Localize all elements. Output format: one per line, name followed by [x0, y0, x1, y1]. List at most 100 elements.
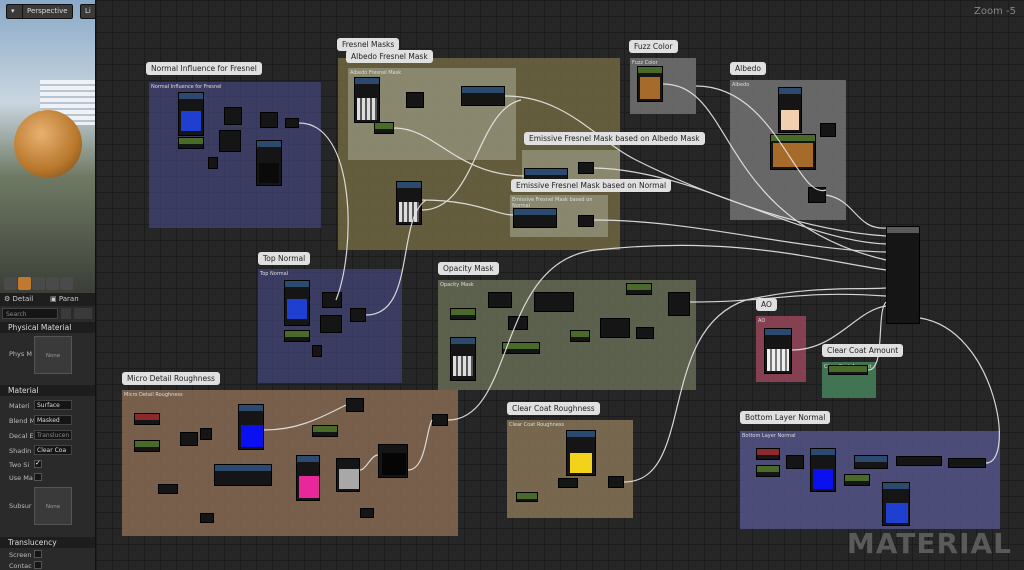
cylinder-icon[interactable]	[4, 277, 17, 290]
texture-sample-node[interactable]	[810, 448, 836, 492]
comment-normal-fresnel[interactable]: Normal Influence for Fresnel	[149, 82, 321, 228]
math-node[interactable]	[285, 118, 299, 128]
preview-viewport[interactable]: ▾ Perspective Li	[0, 0, 95, 293]
constant-node[interactable]	[360, 508, 374, 518]
screen-checkbox[interactable]	[34, 550, 42, 558]
parameter-node[interactable]	[626, 283, 652, 295]
math-node[interactable]	[260, 112, 278, 128]
eye-icon[interactable]	[74, 308, 92, 319]
math-node[interactable]	[320, 315, 342, 333]
contact-checkbox[interactable]	[34, 561, 42, 569]
cube-icon[interactable]	[46, 277, 59, 290]
section-translucency[interactable]: Translucency	[0, 537, 95, 548]
section-material[interactable]: Material	[0, 385, 95, 396]
parameter-node[interactable]	[502, 342, 540, 354]
comment-bottom-normal[interactable]: Bottom Layer Normal	[740, 431, 1000, 529]
math-node[interactable]	[406, 92, 424, 108]
node-header	[285, 331, 309, 337]
math-node[interactable]	[820, 123, 836, 137]
view-options-icon[interactable]	[61, 308, 71, 319]
material-result-node[interactable]	[886, 226, 920, 324]
fresnel-node[interactable]	[513, 208, 557, 228]
parameter-node[interactable]	[450, 308, 476, 320]
tab-parameters[interactable]: ▣ Paran	[50, 295, 79, 303]
texture-sample-node[interactable]	[778, 87, 802, 133]
math-node[interactable]	[948, 458, 986, 468]
parameter-node[interactable]	[844, 474, 870, 486]
lerp-node[interactable]	[668, 292, 690, 316]
panner-node[interactable]	[214, 464, 272, 486]
node-header	[525, 169, 567, 175]
decal-blend-dropdown[interactable]: Translucen	[34, 430, 72, 440]
texture-sample-node[interactable]	[882, 482, 910, 526]
section-physical-material[interactable]: Physical Material	[0, 322, 95, 333]
parameter-node[interactable]	[284, 330, 310, 342]
use-material-label: Use Ma	[9, 474, 33, 482]
constant-node[interactable]	[208, 157, 218, 169]
parameter-node[interactable]	[374, 122, 394, 134]
constant-node[interactable]	[200, 513, 214, 523]
math-node[interactable]	[558, 478, 578, 488]
texture-sample-node[interactable]	[178, 92, 204, 136]
texture-sample-node[interactable]	[296, 455, 320, 501]
math-node[interactable]	[336, 458, 360, 492]
texture-sample-node[interactable]	[284, 280, 310, 326]
phys-material-thumb[interactable]: None	[34, 336, 72, 374]
math-node[interactable]	[350, 308, 366, 322]
texture-sample-node[interactable]	[256, 140, 282, 186]
constant-node[interactable]	[200, 428, 212, 440]
parameter-node[interactable]	[134, 440, 160, 452]
lit-button[interactable]: Li	[80, 4, 95, 19]
texture-sample-node[interactable]	[566, 430, 596, 476]
math-node[interactable]	[508, 316, 528, 330]
label-top-normal: Top Normal	[258, 252, 311, 265]
parameter-node[interactable]	[134, 413, 160, 425]
parameter-node[interactable]	[312, 425, 338, 437]
scalar-param-node[interactable]	[828, 365, 868, 375]
texture-sample-node[interactable]	[764, 328, 792, 374]
blend-mode-dropdown[interactable]: Masked	[34, 415, 72, 425]
math-node[interactable]	[786, 455, 804, 469]
math-node[interactable]	[636, 327, 654, 339]
parameter-node[interactable]	[178, 137, 204, 149]
math-node[interactable]	[432, 414, 448, 426]
math-node[interactable]	[578, 162, 594, 174]
texture-sample-node[interactable]	[238, 404, 264, 450]
texture-sample-node[interactable]	[354, 77, 380, 123]
material-graph-canvas[interactable]: Normal Influence for Fresnel Albedo Fres…	[96, 0, 1024, 570]
parameter-node[interactable]	[570, 330, 590, 342]
panner-node[interactable]	[854, 455, 888, 469]
tab-details[interactable]: ⚙ Detail	[4, 295, 34, 303]
mesh-icon[interactable]	[60, 277, 73, 290]
sphere-icon[interactable]	[18, 277, 31, 290]
math-node[interactable]	[219, 130, 241, 152]
math-node[interactable]	[180, 432, 198, 446]
subsurface-thumb[interactable]: None	[34, 487, 72, 525]
parameter-node[interactable]	[756, 448, 780, 460]
math-node[interactable]	[488, 292, 512, 308]
math-node[interactable]	[600, 318, 630, 338]
math-node[interactable]	[224, 107, 242, 125]
fresnel-node[interactable]	[461, 86, 505, 106]
math-node[interactable]	[896, 456, 942, 466]
constant-node[interactable]	[312, 345, 322, 357]
details-search-input[interactable]: Search	[2, 308, 58, 319]
parameter-node[interactable]	[756, 465, 780, 477]
node-header	[135, 441, 159, 447]
use-material-checkbox[interactable]	[34, 473, 42, 481]
vector-param-node[interactable]	[770, 134, 816, 170]
math-node[interactable]	[578, 215, 594, 227]
material-domain-dropdown[interactable]: Surface	[34, 400, 72, 410]
texture-sample-node[interactable]	[450, 337, 476, 381]
vector-param-node[interactable]	[637, 66, 663, 102]
plane-icon[interactable]	[32, 277, 45, 290]
shading-model-dropdown[interactable]: Clear Coa	[34, 445, 72, 455]
perspective-button[interactable]: Perspective	[22, 4, 73, 19]
math-node[interactable]	[534, 292, 574, 312]
parameter-node[interactable]	[516, 492, 538, 502]
math-node[interactable]	[378, 444, 408, 478]
parameter-node[interactable]	[158, 484, 178, 494]
two-sided-checkbox[interactable]	[34, 459, 42, 468]
math-node[interactable]	[608, 476, 624, 488]
math-node[interactable]	[346, 398, 364, 412]
